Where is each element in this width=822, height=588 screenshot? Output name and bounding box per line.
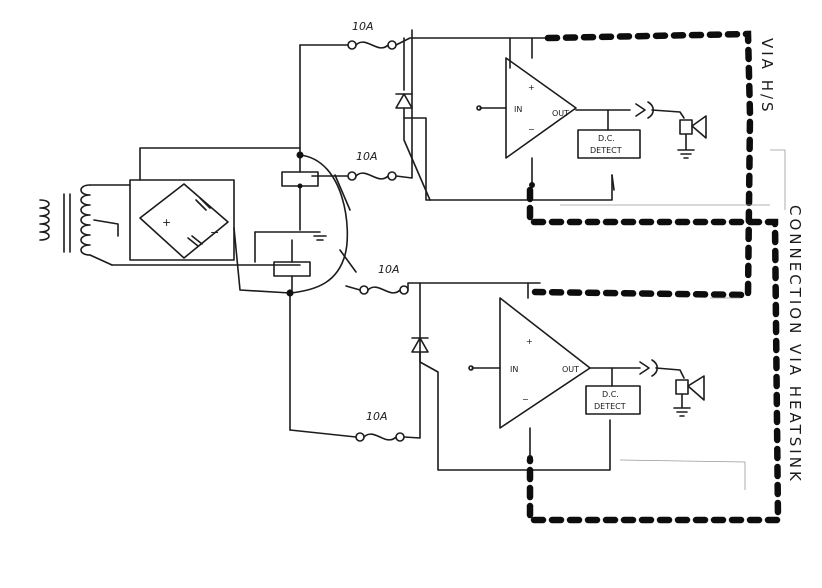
upper-output-ground (677, 133, 695, 159)
lower-amplifier (499, 297, 591, 429)
fuse-top-1-label: 10A (352, 20, 374, 33)
fuse-bottom-2-label: 10A (366, 410, 388, 423)
lower-speaker-icon (687, 375, 705, 401)
heatsink-connections (526, 30, 782, 524)
transformer-secondary-winding (80, 184, 91, 256)
lower-channel: + − IN OUT D.C. DETECT (403, 282, 705, 471)
heatsink-link-upper-return (526, 186, 782, 524)
lower-speaker-coil (675, 379, 689, 395)
lower-amp-plus: + (526, 337, 533, 346)
rectifier-plus-label: + (162, 216, 171, 229)
upper-dc-detect-box (577, 129, 641, 159)
upper-dc-detect-line1: D.C. (598, 134, 615, 143)
lower-amp-in-label: IN (510, 365, 518, 374)
lower-amp-minus: − (522, 395, 529, 404)
upper-dc-detect-line2: DETECT (590, 146, 622, 155)
upper-diode (395, 93, 413, 109)
bridge-rectifier: + − (129, 179, 235, 261)
heatsink-link-upper (531, 30, 754, 299)
connection-via-heatsink-label: CONNECTION VIA HEATSINK (786, 205, 804, 484)
ground-center (254, 231, 327, 241)
power-supply-rails (111, 44, 357, 431)
fuse-top-2-label: 10A (356, 150, 378, 163)
lower-dc-detect-line2: DETECT (594, 402, 626, 411)
upper-amp-plus: + (528, 83, 535, 92)
capacitor-lower (273, 261, 311, 277)
fuse-top-1: 10A (299, 20, 397, 50)
rectifier-minus-label: − (210, 226, 219, 239)
junction-upper-rail (296, 151, 304, 159)
lower-relay-contact (639, 361, 650, 375)
upper-amp-in-label: IN (514, 105, 522, 114)
upper-channel: + − IN OUT D.C. DETECT (395, 29, 707, 201)
fuse-bottom-1-label: 10A (378, 263, 400, 276)
upper-speaker-icon (691, 115, 707, 139)
upper-speaker-coil (679, 119, 693, 135)
transformer-primary-winding (39, 199, 50, 241)
junction-lower-rail (286, 289, 294, 297)
via-hs-label: VIA H/S (758, 38, 776, 115)
lower-output-ground (673, 393, 691, 417)
lower-dc-detect-line1: D.C. (602, 390, 619, 399)
fuse-top-2: 10A (311, 150, 397, 181)
upper-relay-contact (635, 103, 646, 117)
lower-amp-out-label: OUT (562, 365, 579, 374)
transformer (39, 184, 131, 266)
lower-dc-detect-box (585, 385, 641, 415)
capacitor-bank-outline (289, 154, 349, 294)
upper-amp-out-label: OUT (552, 109, 569, 118)
fuse-bottom-2: 10A (289, 410, 405, 442)
upper-amp-minus: − (528, 125, 535, 134)
fuse-bottom-1: 10A (345, 263, 409, 295)
